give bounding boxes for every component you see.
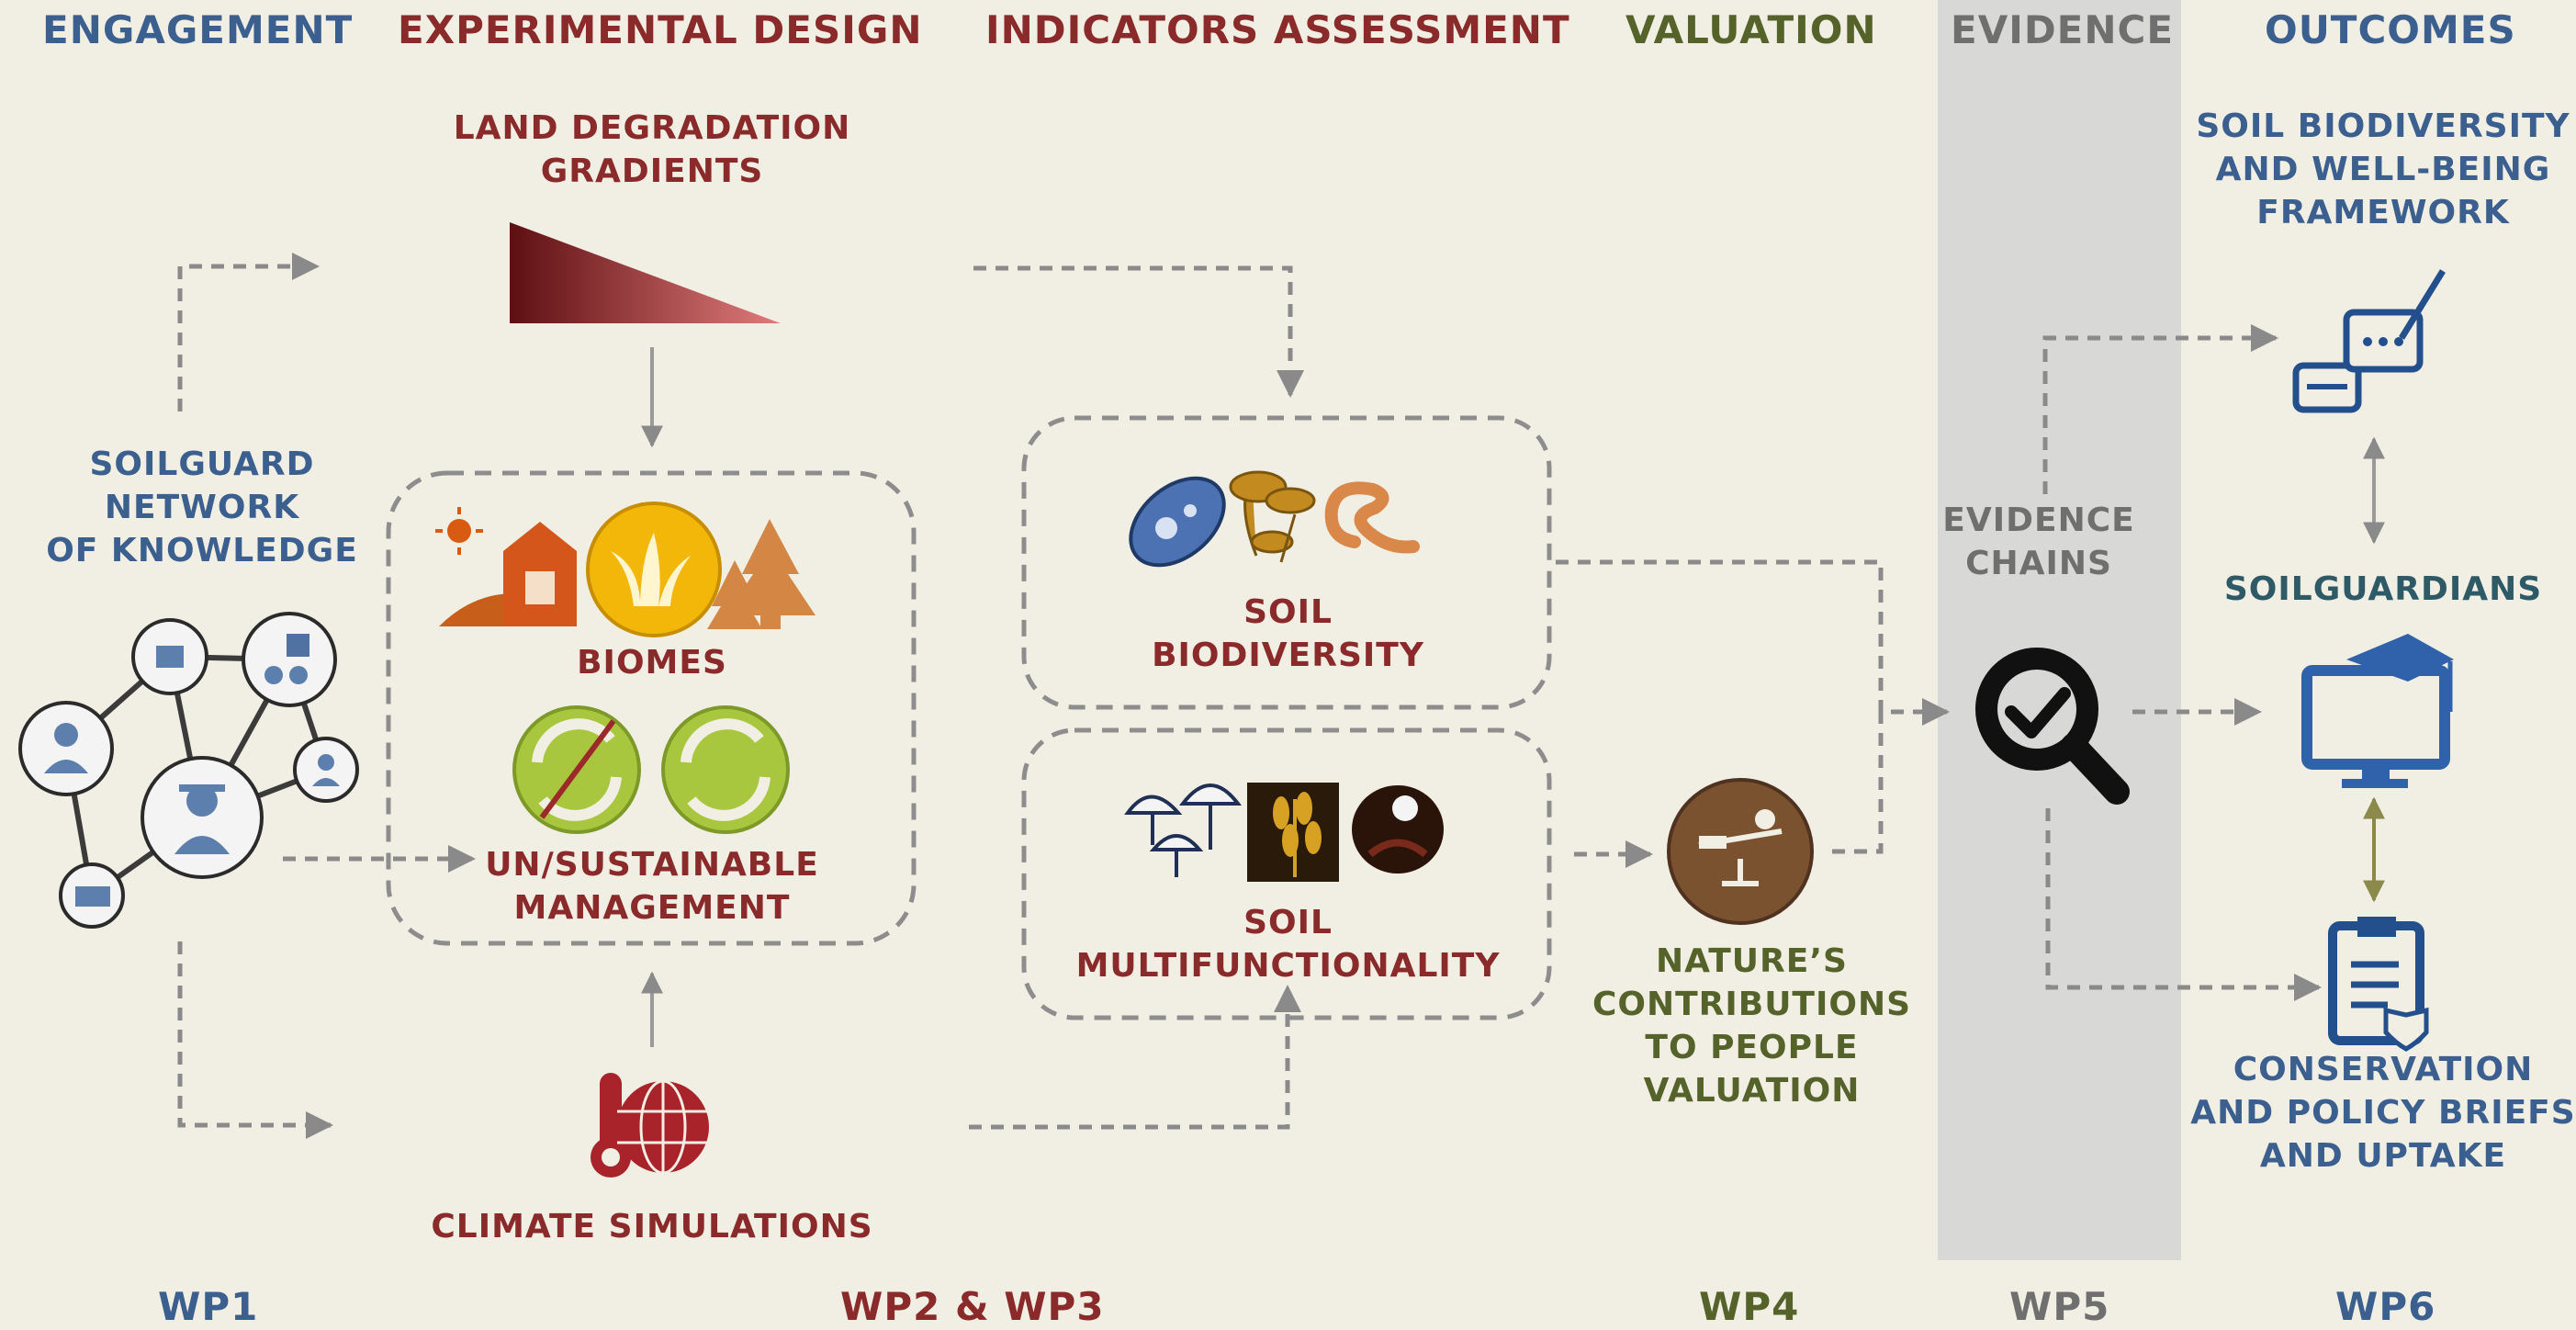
- management-line-1: UN/SUSTAINABLE: [485, 846, 819, 884]
- header-valuation: VALUATION: [1625, 7, 1877, 52]
- biomes-label: BIOMES: [577, 644, 727, 682]
- fungi-icon: [1124, 783, 1243, 877]
- soil-biodiversity-label: SOIL BIODIVERSITY: [1061, 591, 1515, 677]
- header-outcomes: OUTCOMES: [2265, 7, 2516, 52]
- soil-biodiversity-line-1: SOIL: [1243, 593, 1333, 631]
- soil-multifunctionality-label: SOIL MULTIFUNCTIONALITY: [1061, 901, 1515, 987]
- ncp-label: NATURE’S CONTRIBUTIONS TO PEOPLE VALUATI…: [1584, 940, 1919, 1112]
- trees-icon: [707, 519, 816, 629]
- land-degradation-line-1: LAND DEGRADATION: [453, 109, 851, 147]
- soilguardians-label: SOILGUARDIANS: [2223, 570, 2543, 608]
- soil-biodiversity-line-2: BIODIVERSITY: [1152, 637, 1424, 674]
- grass-icon: [586, 502, 722, 637]
- clipboard-shield-icon: [2328, 917, 2429, 1052]
- wp4-label: WP4: [1699, 1284, 1800, 1329]
- header-engagement: ENGAGEMENT: [42, 7, 354, 52]
- sustainable-cycle-icon: [661, 705, 790, 834]
- briefs-line-2: AND POLICY BRIEFS: [2190, 1094, 2576, 1132]
- network-icon: [18, 612, 359, 929]
- network-line-3: OF KNOWLEDGE: [46, 532, 358, 569]
- wheat-icon: [1247, 783, 1339, 882]
- evidence-band: [1938, 0, 2181, 1260]
- solid-connectors: [641, 347, 2385, 1047]
- header-evidence: EVIDENCE: [1951, 7, 2175, 52]
- wp6-label: WP6: [2335, 1284, 2436, 1329]
- chat-pen-icon: [2292, 269, 2446, 413]
- network-line-2: NETWORK: [104, 489, 300, 526]
- ncp-line-1: NATURE’S: [1656, 942, 1848, 980]
- management-line-2: MANAGEMENT: [513, 889, 791, 927]
- ncp-line-4: VALUATION: [1643, 1072, 1861, 1110]
- wp23-label: WP2 & WP3: [840, 1284, 1105, 1329]
- framework-label: SOIL BIODIVERSITY AND WELL-BEING FRAMEWO…: [2190, 105, 2576, 234]
- gradient-wedge-icon: [510, 222, 781, 323]
- network-label: SOILGUARD NETWORK OF KNOWLEDGE: [18, 443, 386, 572]
- magnifier-check-icon: [1975, 648, 2130, 805]
- evidence-chains-line-1: EVIDENCE: [1942, 502, 2135, 539]
- soil-multifunctionality-line-2: MULTIFUNCTIONALITY: [1075, 947, 1501, 985]
- evidence-chains-line-2: CHAINS: [1965, 545, 2112, 582]
- framework-line-2: AND WELL-BEING: [2215, 151, 2551, 188]
- land-degradation-label: LAND DEGRADATION GRADIENTS: [418, 107, 886, 193]
- soil-multifunctionality-line-1: SOIL: [1243, 904, 1333, 941]
- dashed-boxes: [386, 415, 1552, 1020]
- unsustainable-cycle-icon: [512, 705, 641, 834]
- framework-line-1: SOIL BIODIVERSITY: [2196, 107, 2570, 145]
- briefs-line-1: CONSERVATION: [2233, 1051, 2534, 1088]
- management-label: UN/SUSTAINABLE MANAGEMENT: [432, 843, 872, 930]
- briefs-line-3: AND UPTAKE: [2259, 1137, 2507, 1175]
- thermometer-globe-icon: [591, 1073, 709, 1178]
- computer-graduate-icon: [2301, 634, 2454, 788]
- land-degradation-line-2: GRADIENTS: [540, 152, 764, 190]
- worm-icon: [1324, 481, 1420, 554]
- barn-sun-icon: [435, 507, 577, 626]
- ncp-line-3: TO PEOPLE: [1645, 1029, 1859, 1066]
- evidence-chains-label: EVIDENCE CHAINS: [1929, 499, 2149, 585]
- mushrooms-icon: [1229, 470, 1316, 563]
- balance-icon: [1667, 778, 1814, 925]
- dashed-connectors: [177, 253, 2322, 1139]
- briefs-label: CONSERVATION AND POLICY BRIEFS AND UPTAK…: [2190, 1048, 2576, 1178]
- microbe-icon: [1129, 476, 1226, 568]
- wp1-label: WP1: [158, 1284, 259, 1329]
- framework-line-3: FRAMEWORK: [2256, 194, 2510, 231]
- network-line-1: SOILGUARD: [89, 445, 315, 483]
- header-experimental-design: EXPERIMENTAL DESIGN: [398, 7, 923, 52]
- ncp-line-2: CONTRIBUTIONS: [1592, 986, 1912, 1023]
- climate-label: CLIMATE SIMULATIONS: [431, 1208, 873, 1245]
- wp5-label: WP5: [2009, 1284, 2110, 1329]
- header-indicators-assessment: INDICATORS ASSESSMENT: [985, 7, 1570, 52]
- soil-n-icon: [1352, 785, 1444, 874]
